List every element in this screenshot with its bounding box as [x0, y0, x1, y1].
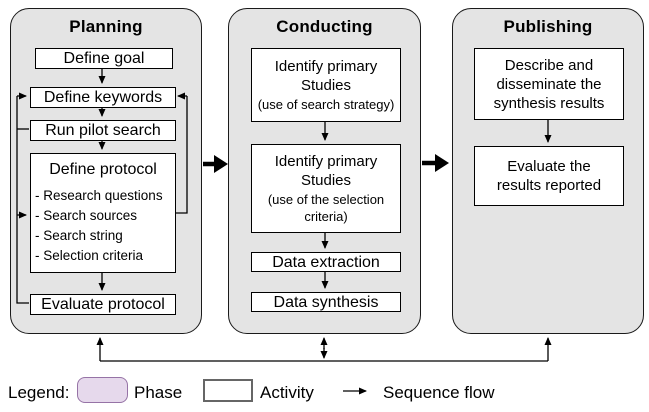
- activity-identify-primary-studies-selection: Identify primary Studies (use of the sel…: [251, 144, 401, 233]
- activity-data-synthesis-label: Data synthesis: [273, 293, 379, 311]
- activity-run-pilot-search-label: Run pilot search: [45, 122, 161, 139]
- phase-arrow-conducting-to-publishing-icon: [422, 154, 449, 172]
- phase-publishing-title: Publishing: [503, 17, 593, 36]
- phase-planning: Planning Define goal Define keywords Run…: [10, 8, 202, 334]
- activity-evaluate-results: Evaluate the results reported: [474, 146, 624, 206]
- activity-define-goal-label: Define goal: [63, 50, 145, 67]
- activity-data-synthesis: Data synthesis: [251, 292, 401, 312]
- activity-identify-selection-note: (use of the selection criteria): [267, 192, 385, 224]
- activity-evaluate-protocol: Evaluate protocol: [30, 294, 176, 315]
- activity-data-extraction: Data extraction: [251, 252, 401, 272]
- legend-phase-label: Phase: [134, 383, 183, 402]
- legend-activity-swatch: [203, 379, 253, 402]
- activity-identify-selection-label: Identify primary Studies: [274, 153, 378, 189]
- activity-define-keywords-label: Define keywords: [43, 89, 163, 106]
- phase-arrow-planning-to-conducting-icon: [203, 155, 228, 173]
- legend-sequence-flow-label: Sequence flow: [383, 383, 495, 402]
- bottom-feedback-bus: [96, 337, 552, 362]
- activity-describe-disseminate: Describe and disseminate the synthesis r…: [474, 48, 624, 120]
- activity-define-protocol-label: Define protocol: [49, 161, 157, 178]
- phase-conducting-title: Conducting: [276, 17, 373, 36]
- activity-identify-search-label: Identify primary Studies: [274, 58, 378, 94]
- protocol-item-list: - Research questions - Search sources - …: [31, 180, 175, 266]
- activity-identify-search-note: (use of search strategy): [257, 97, 395, 112]
- activity-define-goal: Define goal: [35, 48, 173, 69]
- phase-publishing: Publishing Describe and disseminate the …: [452, 8, 644, 334]
- protocol-item-search-sources: - Search sources: [35, 208, 138, 223]
- activity-evaluate-results-label: Evaluate the results reported: [496, 158, 602, 194]
- activity-identify-primary-studies-search: Identify primary Studies (use of search …: [251, 48, 401, 122]
- protocol-item-search-string: - Search string: [35, 228, 123, 243]
- legend-phase-swatch: [77, 377, 128, 403]
- protocol-item-research-questions: - Research questions: [35, 188, 163, 203]
- phase-planning-title: Planning: [69, 17, 143, 36]
- activity-describe-disseminate-label: Describe and disseminate the synthesis r…: [493, 56, 605, 112]
- activity-define-keywords: Define keywords: [30, 87, 176, 108]
- activity-run-pilot-search: Run pilot search: [30, 120, 176, 141]
- legend-activity-label: Activity: [260, 383, 314, 402]
- activity-data-extraction-label: Data extraction: [272, 253, 380, 271]
- phase-conducting: Conducting Identify primary Studies (use…: [228, 8, 421, 334]
- activity-define-protocol: Define protocol - Research questions - S…: [30, 153, 176, 273]
- activity-evaluate-protocol-label: Evaluate protocol: [41, 296, 165, 313]
- protocol-item-selection-criteria: - Selection criteria: [35, 248, 144, 263]
- legend-label: Legend:: [8, 383, 70, 402]
